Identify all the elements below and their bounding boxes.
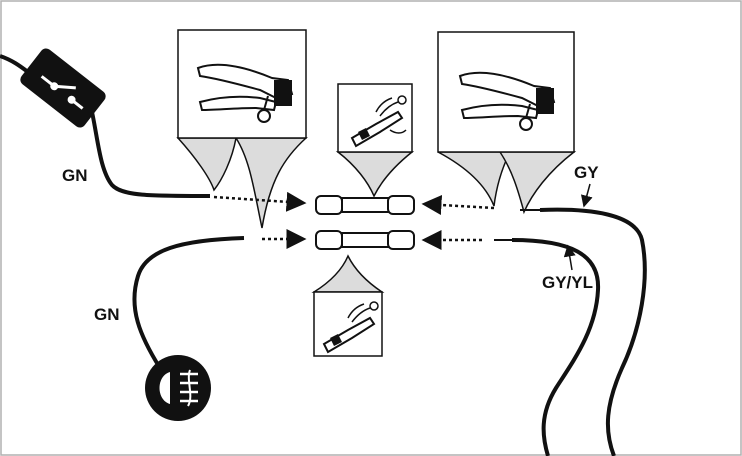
wire-stripper-icon xyxy=(458,71,556,131)
label-gy: GY xyxy=(574,163,599,182)
stripper-callout-right xyxy=(437,31,577,215)
label-gn-top: GN xyxy=(62,166,88,185)
wire-gy xyxy=(539,207,647,456)
leader-gy xyxy=(580,183,593,208)
wire-input xyxy=(0,54,30,74)
crimping-tool-icon xyxy=(350,95,407,148)
butt-connector-icon xyxy=(315,230,415,250)
crimper-callout-bottom xyxy=(311,254,385,357)
wire-gn-bottom xyxy=(132,236,245,370)
label-gn-bottom: GN xyxy=(94,305,120,324)
butt-connector-icon xyxy=(315,195,415,215)
label-gy-yl: GY/YL xyxy=(542,273,593,292)
leader-gy-yl xyxy=(563,244,576,271)
crimping-tool-icon xyxy=(322,301,379,354)
stripper-callout-left xyxy=(176,29,308,229)
crimper-callout-top xyxy=(335,83,415,198)
wire-stripper-icon xyxy=(196,63,294,123)
fog-lamp-icon xyxy=(145,355,211,421)
switch-icon xyxy=(20,48,106,128)
wire-gn-top xyxy=(90,111,211,198)
